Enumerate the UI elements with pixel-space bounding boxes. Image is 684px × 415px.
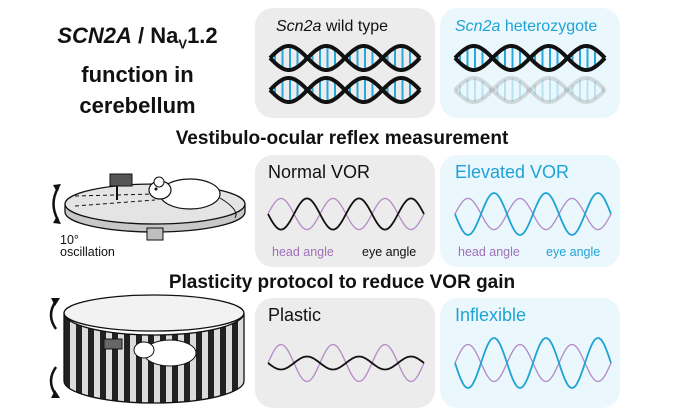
gene-name: SCN2A xyxy=(57,23,132,48)
vor-setup-illustration xyxy=(52,173,246,241)
vor-heading: Vestibulo-ocular reflex measurement xyxy=(175,128,509,149)
camera-icon xyxy=(109,173,133,187)
title-na: / Na xyxy=(131,23,179,48)
drum-illustration xyxy=(49,294,245,404)
normal-vor-waves xyxy=(267,197,425,231)
inflexible-panel xyxy=(440,298,620,408)
title-line-3: cerebellum xyxy=(79,93,196,119)
wild-type-text: wild type xyxy=(321,18,389,35)
eye-angle-wave xyxy=(454,192,612,236)
camera-icon xyxy=(103,338,123,350)
normal-head-label: head angle xyxy=(272,245,334,259)
plastic-waves xyxy=(267,343,425,383)
normal-vor-title: Normal VOR xyxy=(268,162,371,182)
plasticity-heading: Plasticity protocol to reduce VOR gain xyxy=(168,272,516,293)
normal-eye-label: eye angle xyxy=(362,245,417,259)
het-text: heterozygote xyxy=(500,18,598,35)
het-gene: Scn2a xyxy=(455,18,501,35)
eye-angle-wave xyxy=(267,355,425,371)
dna-helix-faded-icon xyxy=(453,76,607,104)
plastic-panel xyxy=(255,298,435,408)
elevated-eye-label: eye angle xyxy=(546,245,601,259)
eye-angle-wave xyxy=(454,337,612,389)
eye-angle-wave xyxy=(267,197,425,231)
title-subscript: V xyxy=(178,36,188,52)
dna-strand xyxy=(268,76,422,104)
dna-strand xyxy=(453,76,607,104)
dna-helix-icon xyxy=(268,44,422,72)
main-title: SCN2A / NaV1.2 function in cerebellum xyxy=(30,20,245,121)
title-line-1: SCN2A / NaV1.2 xyxy=(30,20,245,59)
turntable-shaft xyxy=(146,227,164,241)
plastic-title: Plastic xyxy=(268,305,322,325)
dna-helix-icon xyxy=(453,44,607,72)
dna-strand xyxy=(268,44,422,72)
drum-top xyxy=(63,294,245,332)
inflexible-waves xyxy=(454,337,612,389)
dna-helix-icon xyxy=(268,76,422,104)
elevated-vor-panel xyxy=(440,155,620,267)
heterozygote-label: Scn2a heterozygote xyxy=(455,18,597,36)
heterozygote-panel xyxy=(440,8,620,118)
dna-strand xyxy=(453,44,607,72)
elevated-vor-waves xyxy=(454,192,612,236)
dna-strand xyxy=(453,76,607,104)
title-line-2: function in xyxy=(81,62,194,88)
oscillation-label: oscillation xyxy=(60,245,115,259)
elevated-head-label: head angle xyxy=(458,245,520,259)
wild-type-label: Scn2a wild type xyxy=(276,18,388,36)
title-version: 1.2 xyxy=(187,23,218,48)
elevated-vor-title: Elevated VOR xyxy=(455,162,570,182)
inflexible-title: Inflexible xyxy=(455,305,527,325)
oscillation-arrow-icon xyxy=(52,187,60,221)
oscillation-deg: 10° xyxy=(60,233,79,247)
wild-type-gene: Scn2a xyxy=(276,18,322,35)
